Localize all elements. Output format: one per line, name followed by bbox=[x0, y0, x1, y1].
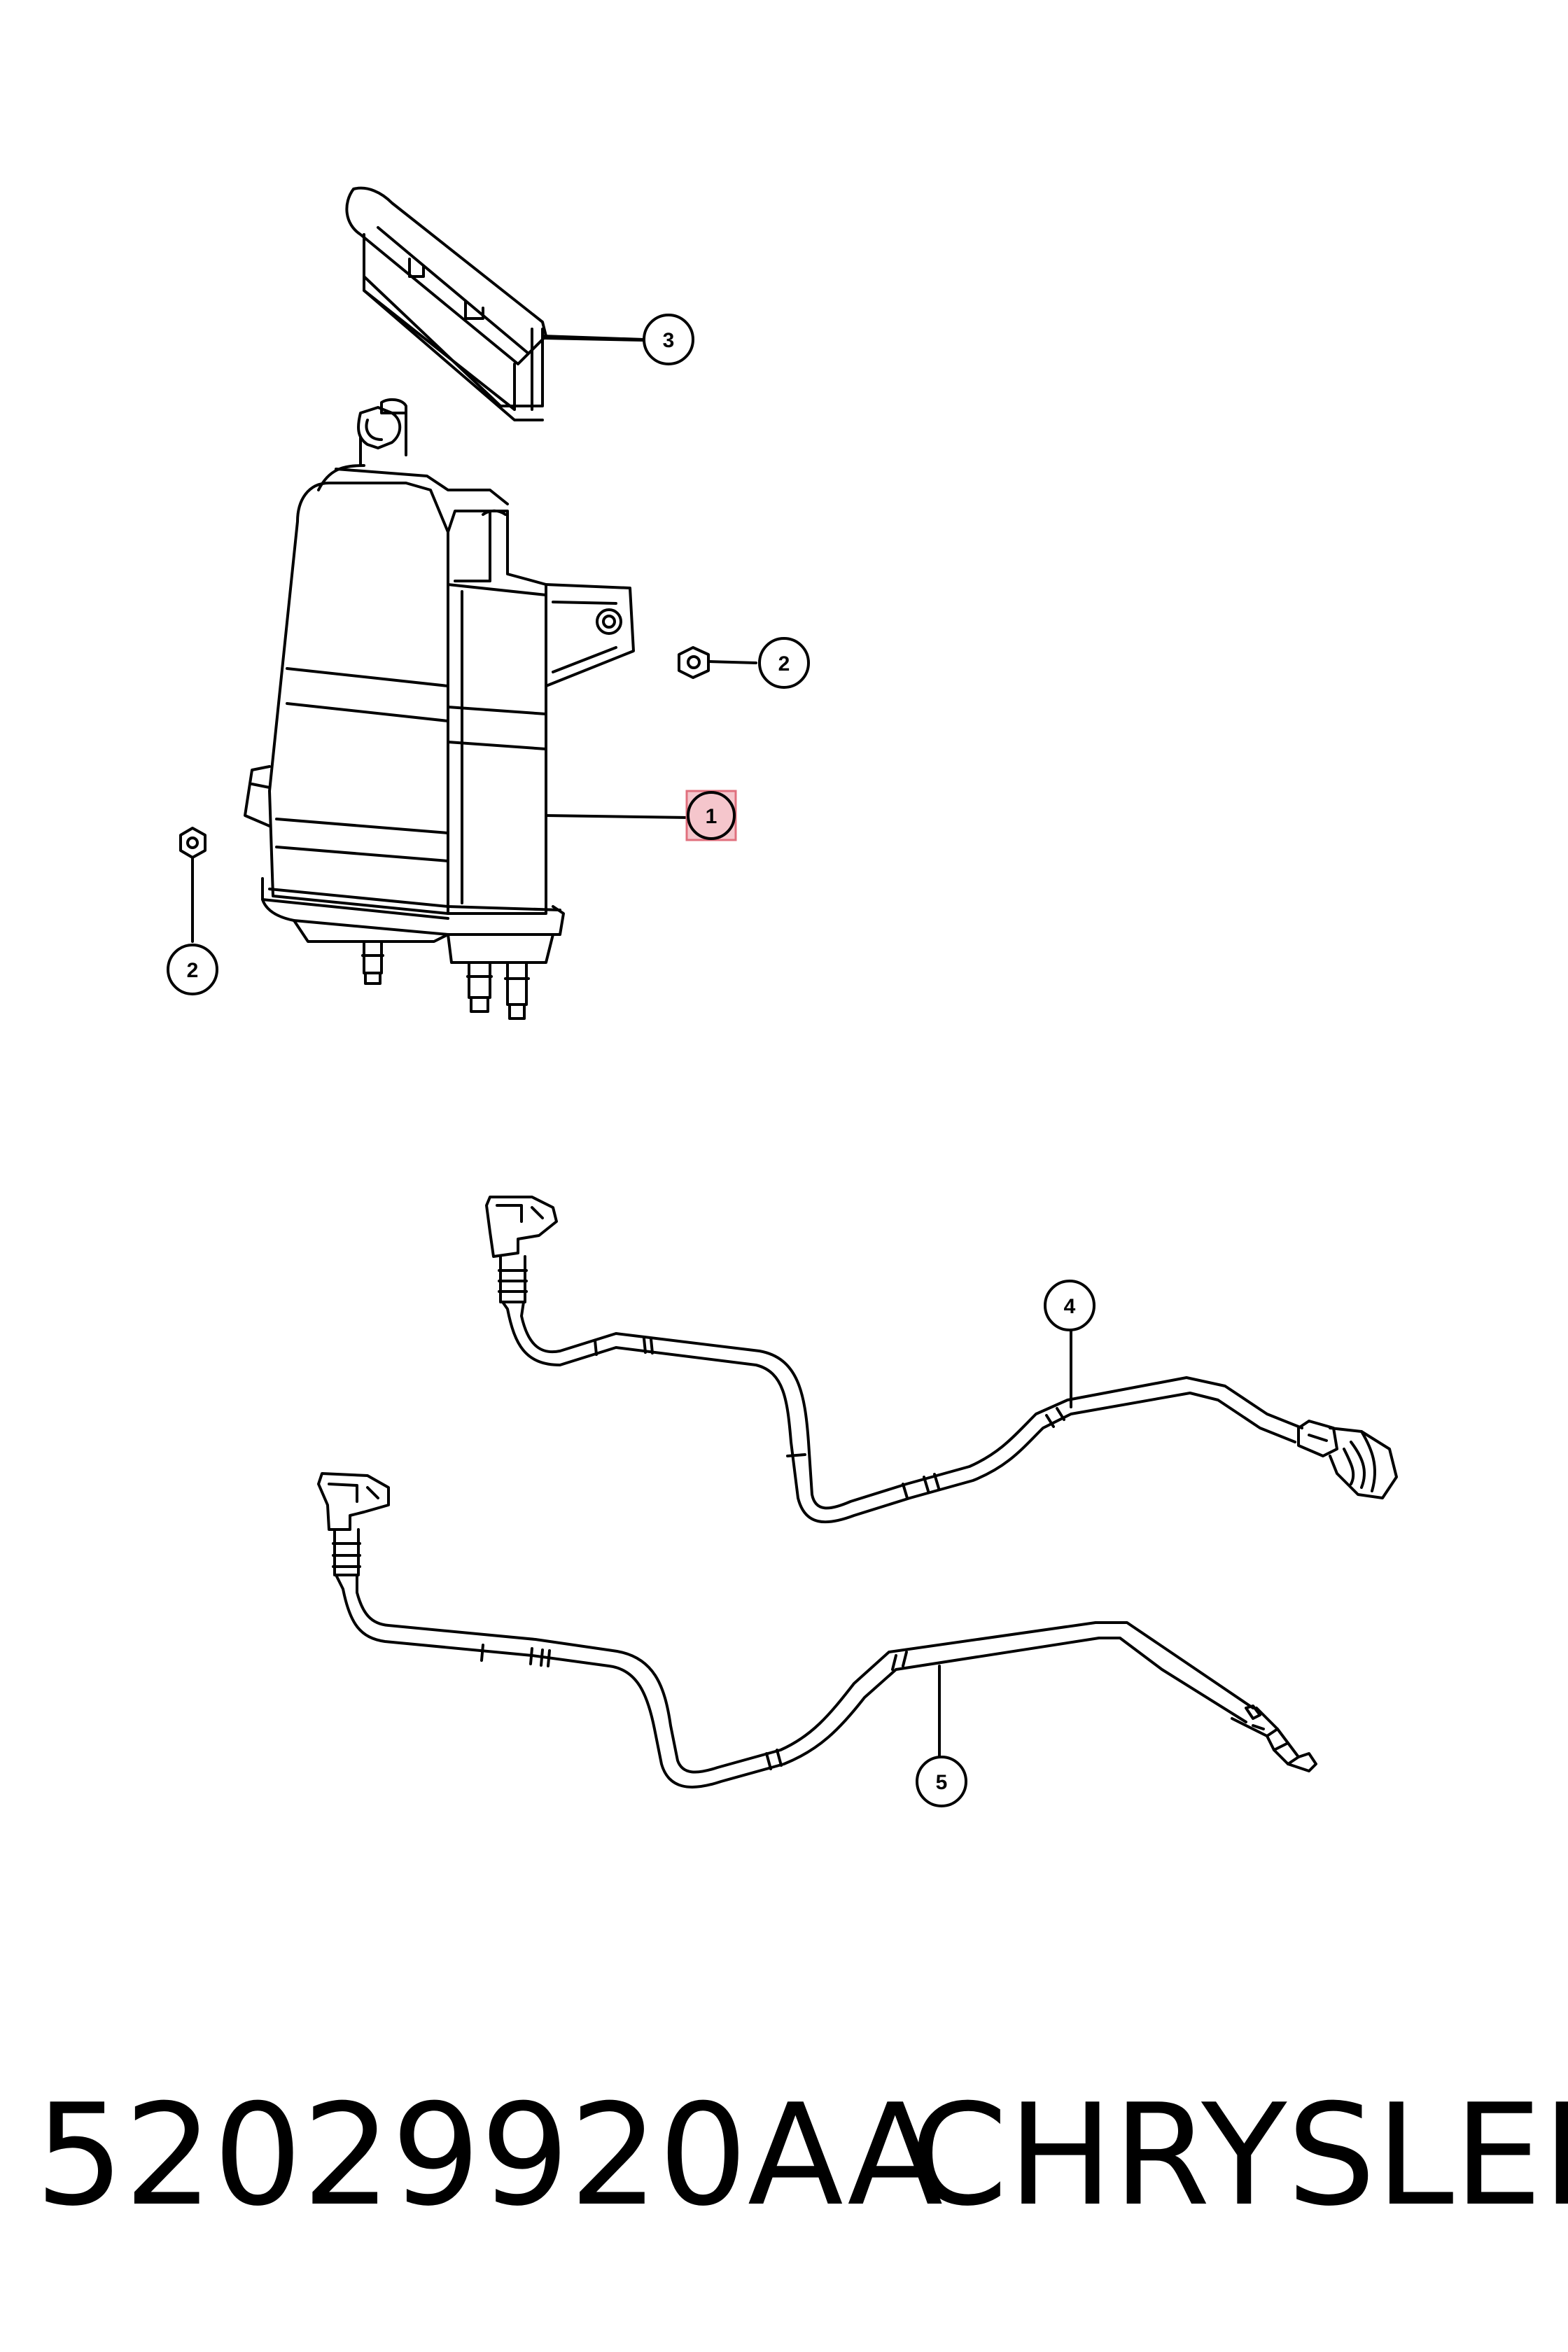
callout-2-lower-label: 2 bbox=[187, 959, 199, 982]
leader-line-1 bbox=[545, 814, 691, 819]
callout-1[interactable]: 1 bbox=[685, 790, 737, 841]
part-2-nut-lower bbox=[179, 827, 206, 943]
leader-line-3 bbox=[541, 337, 645, 342]
part-2-nut-upper bbox=[678, 646, 757, 679]
callout-2-lower[interactable]: 2 bbox=[167, 944, 218, 995]
callout-2-upper[interactable]: 2 bbox=[758, 637, 810, 689]
callout-3-label: 3 bbox=[663, 329, 675, 352]
callout-4-label: 4 bbox=[1064, 1295, 1076, 1318]
part-number-caption: 52029920AA bbox=[35, 2074, 944, 2237]
part-5-tube bbox=[317, 1472, 1317, 1788]
callout-1-label: 1 bbox=[706, 805, 718, 828]
callout-2-upper-label: 2 bbox=[778, 652, 790, 676]
brand-caption: CHRYSLER bbox=[910, 2074, 1568, 2237]
callout-4[interactable]: 4 bbox=[1044, 1280, 1096, 1331]
part-3-shield bbox=[345, 186, 645, 421]
part-1-canister bbox=[244, 398, 635, 1020]
callout-5[interactable]: 5 bbox=[916, 1756, 967, 1807]
callout-5-label: 5 bbox=[936, 1771, 948, 1794]
part-4-tube bbox=[485, 1196, 1398, 1524]
callout-3[interactable]: 3 bbox=[643, 314, 694, 365]
